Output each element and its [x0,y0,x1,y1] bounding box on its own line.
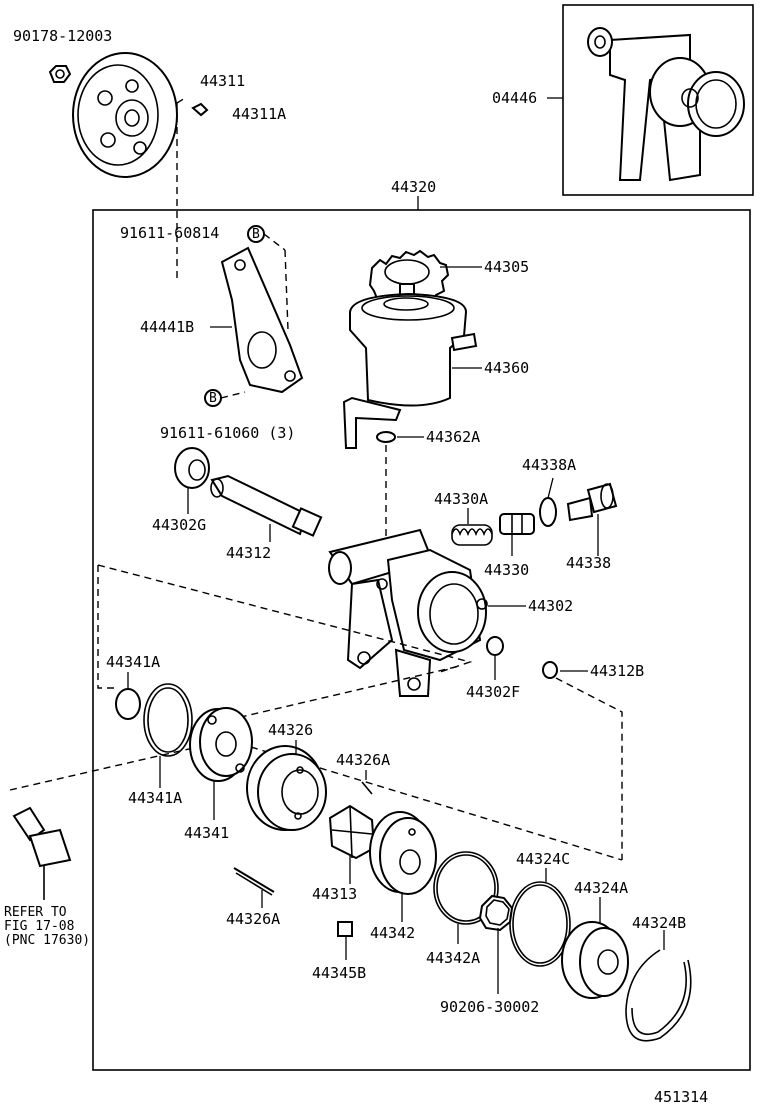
pulley-44311 [72,52,178,178]
inset-frame [562,4,754,196]
label-44330: 44330 [484,561,529,579]
label-44338A: 44338A [522,456,576,474]
pin-44326A-bottom [233,867,275,893]
o-ring-44362A [376,431,396,443]
label-44360: 44360 [484,359,529,377]
o-ring-44342A [433,851,499,925]
label-04446: 04446 [492,89,537,107]
label-44362A: 44362A [426,428,480,446]
shaft-44312 [210,474,323,537]
inset-assembly-04446 [587,27,745,182]
label-44302F: 44302F [466,683,520,701]
label-44338: 44338 [566,554,611,572]
label-44305: 44305 [484,258,529,276]
label-91611-61060: 91611-61060 (3) [160,424,295,442]
pin-44326A-top [361,781,373,795]
label-44311: 44311 [200,72,245,90]
snap-ring-44324B [625,949,692,1042]
label-44311A: 44311A [232,105,286,123]
label-44345B: 44345B [312,964,366,982]
label-44302: 44302 [528,597,573,615]
label-44324C: 44324C [516,850,570,868]
cam-ring-44326 [246,745,327,831]
label-44302G: 44302G [152,516,206,534]
label-44326A-top: 44326A [336,751,390,769]
label-44312: 44312 [226,544,271,562]
rotor-44313 [328,804,376,860]
reference-note-line-1: REFER TO [4,905,67,920]
label-44324A: 44324A [574,879,628,897]
key-44311A [191,102,209,117]
bearing-44302G [174,447,210,489]
label-90178-12003: 90178-12003 [13,27,112,45]
label-90206-30002: 90206-30002 [440,998,539,1016]
label-44341A-bottom: 44341A [128,789,182,807]
key-44345B [337,921,353,937]
nut-90178-12003 [48,65,72,83]
label-44341A-top: 44341A [106,653,160,671]
label-91611-60814: 91611-60814 [120,224,219,242]
seal-44312B [542,661,558,679]
spring-44330A [451,528,493,537]
reference-note-line-3: (PNC 17630) [4,933,90,948]
pump-body-44302 [328,528,488,697]
reference-note-line-2: FIG 17-08 [4,919,74,934]
label-44341: 44341 [184,824,229,842]
label-44326A-bottom: 44326A [226,910,280,928]
label-44313: 44313 [312,885,357,903]
label-44312B: 44312B [590,662,644,680]
callout-b-top-letter: B [252,227,260,242]
label-44342A: 44342A [426,949,480,967]
plug-44302F [486,636,504,656]
valve-44330 [499,513,535,535]
bracket-44441B [220,246,304,394]
reservoir-44360 [342,292,478,449]
o-ring-44341A-small [115,688,141,720]
o-ring-44341A-large [143,683,193,757]
label-44326: 44326 [268,721,313,739]
label-44441B: 44441B [140,318,194,336]
label-44320: 44320 [391,178,436,196]
side-plate-44341 [189,707,253,782]
label-44324B: 44324B [632,914,686,932]
label-44330A: 44330A [434,490,488,508]
side-plate-44342 [369,811,437,895]
fitting-44338 [566,482,618,522]
o-ring-44324C [509,881,571,967]
callout-b-bottom-letter: B [209,391,217,406]
assembly-frame [92,209,751,1071]
cover-44324A [561,921,629,999]
pressure-switch-reference [12,806,72,900]
diagram-number: 451314 [654,1088,708,1106]
label-44342: 44342 [370,924,415,942]
o-ring-44338A [539,497,557,527]
